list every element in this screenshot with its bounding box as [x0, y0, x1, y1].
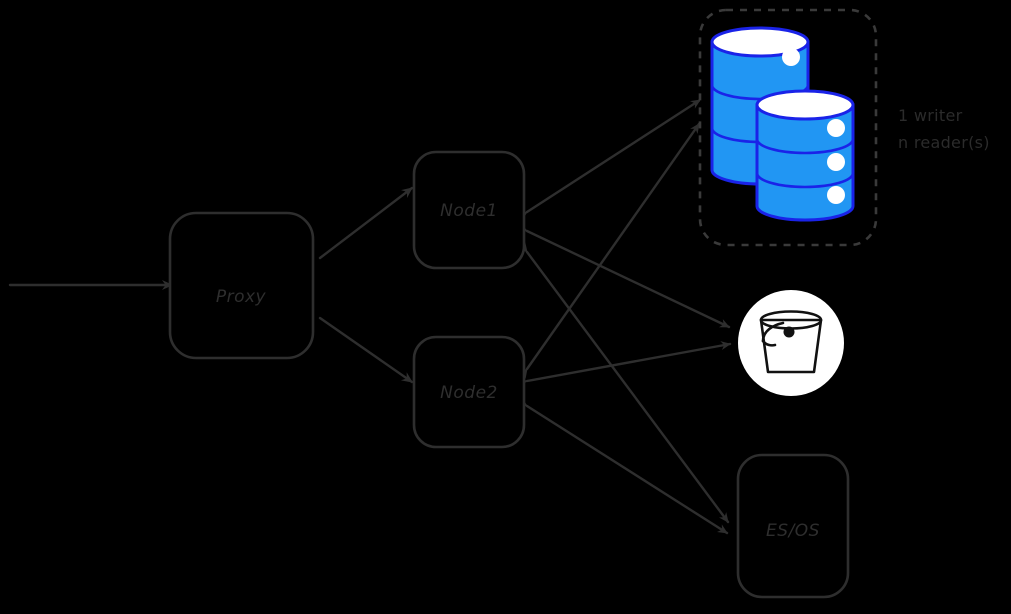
node2-box[interactable]: Node2: [412, 335, 526, 449]
database-group[interactable]: [698, 8, 878, 247]
edge-node2-to-es-os: [516, 397, 729, 535]
node1-box[interactable]: Node1: [412, 150, 526, 270]
db-group-annotation-line2: n reader(s): [898, 133, 990, 152]
es-os-box[interactable]: ES/OS: [736, 453, 850, 599]
bucket-handle-knob: [783, 326, 795, 338]
node1-label: Node1: [440, 201, 498, 221]
db-group-annotation-line1: 1 writer: [898, 106, 963, 125]
edge-node2-to-bucket: [517, 341, 732, 388]
proxy-label: Proxy: [216, 287, 267, 307]
node2-label: Node2: [440, 383, 498, 403]
edge-proxy-to-node2: [318, 316, 414, 384]
proxy-box-outline: [168, 211, 315, 360]
es-os-box-outline: [736, 453, 850, 599]
storage-bucket-icon[interactable]: [738, 290, 844, 396]
edge-proxy-to-node1: [318, 186, 414, 260]
edge-node2-to-database: [518, 122, 701, 379]
es-os-label: ES/OS: [766, 521, 820, 541]
node2-box-outline: [412, 335, 526, 449]
database-cylinder-front-icon: [755, 89, 855, 222]
node1-box-outline: [412, 150, 526, 270]
bucket-circle-background: [738, 290, 844, 396]
bucket-glyph: [759, 310, 823, 374]
proxy-box[interactable]: Proxy: [168, 211, 315, 360]
